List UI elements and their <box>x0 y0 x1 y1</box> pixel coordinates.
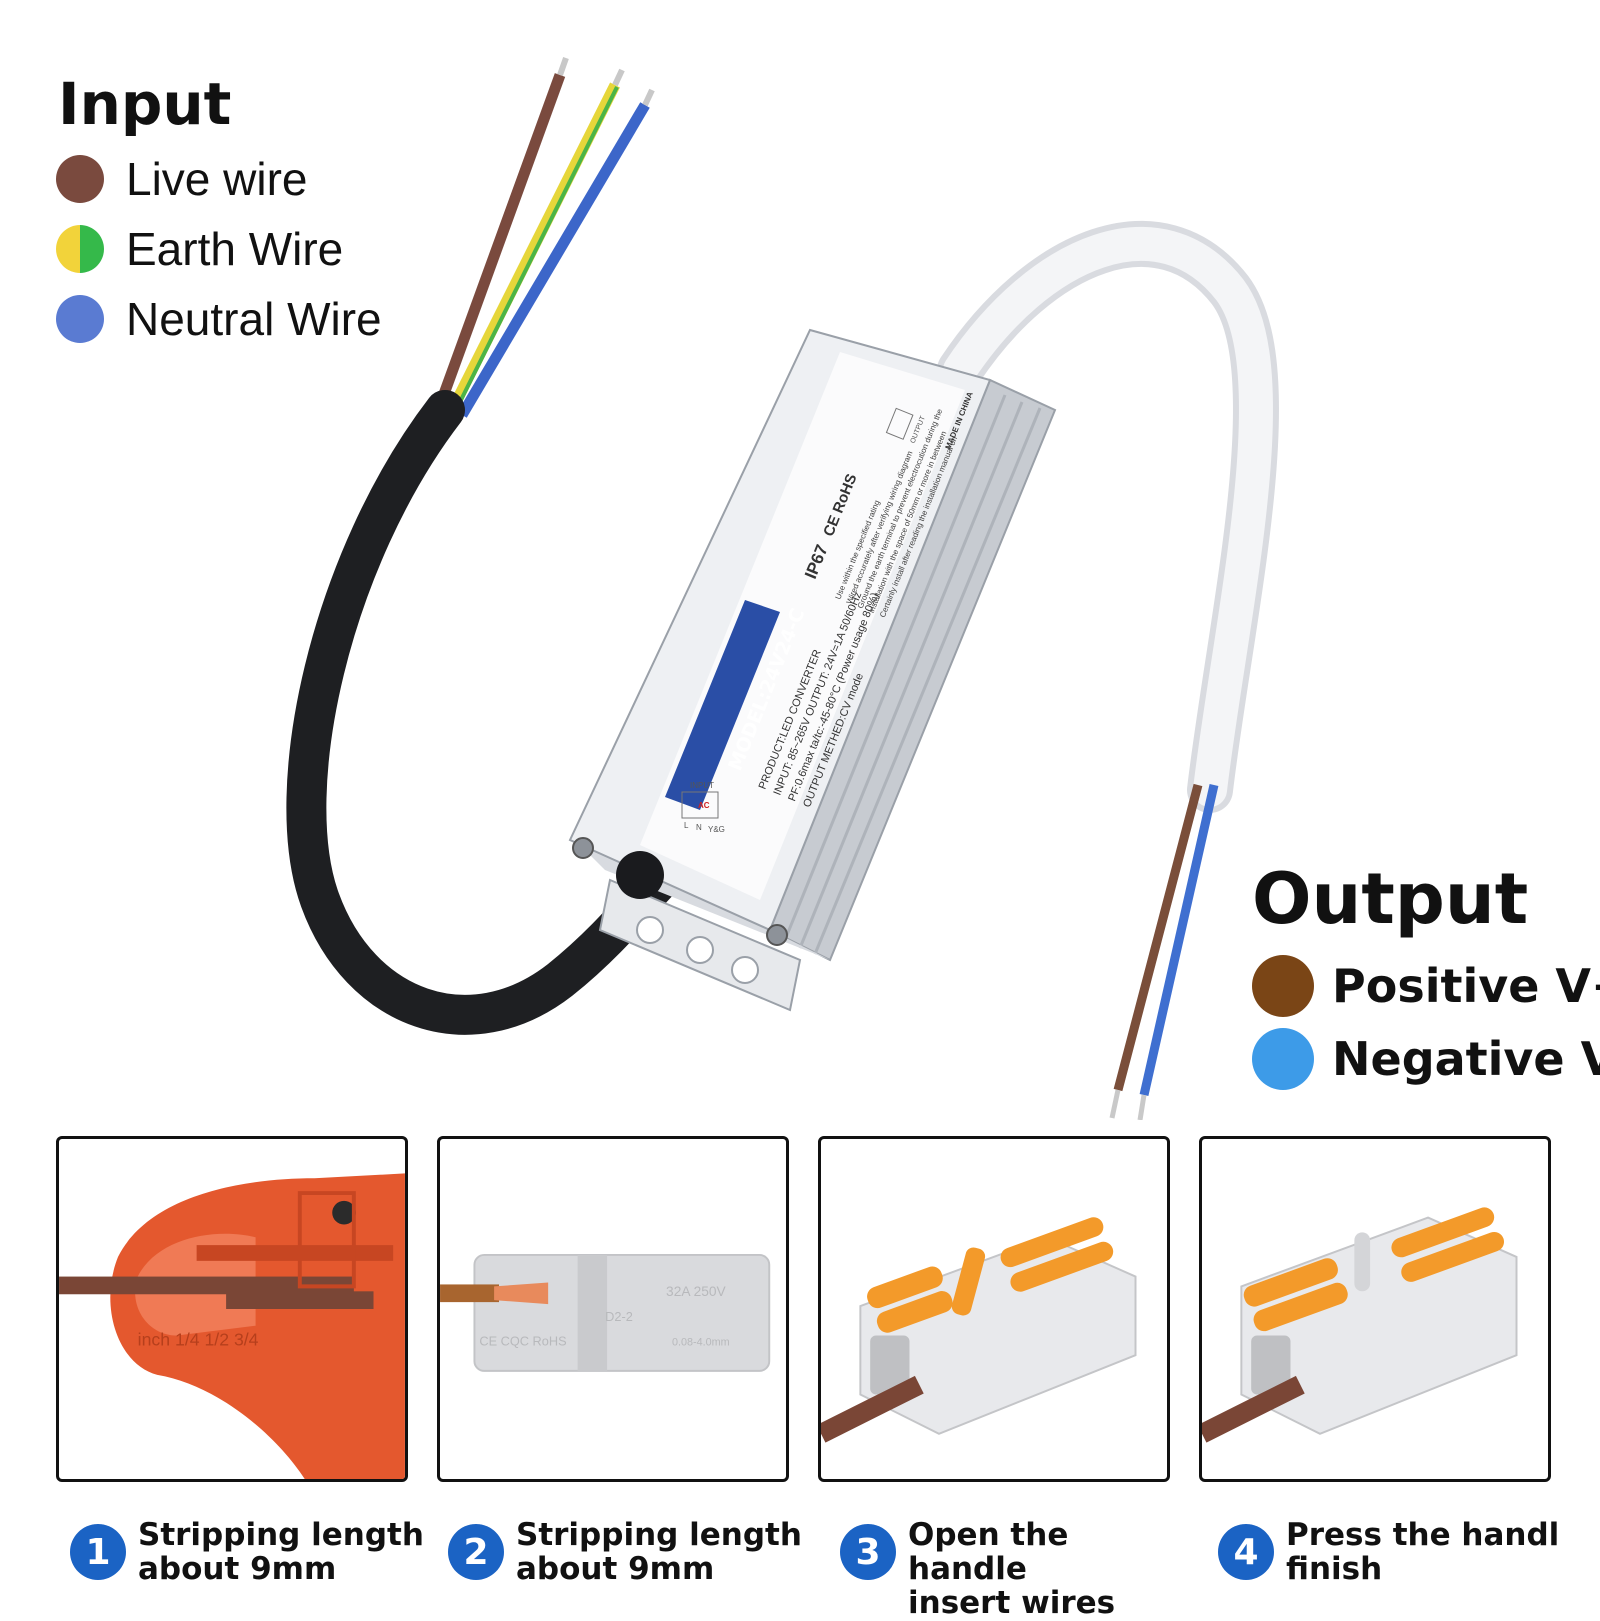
wire-stripper-illustration: inch 1/4 1/2 3/4 <box>59 1173 405 1479</box>
note-2: Wired accurately after verifying wiring … <box>845 449 915 605</box>
note-3: Ground the earth terminal to prevent ele… <box>856 407 945 610</box>
input-label: INPUT <box>690 781 714 790</box>
model-badge <box>665 600 780 810</box>
step-4-text: Press the handl finish <box>1286 1518 1576 1586</box>
screw <box>572 837 594 859</box>
cert-marks: CE RoHS <box>820 471 860 538</box>
step-2-text: Stripping length about 9mm <box>516 1518 806 1586</box>
connector-model: D2-2 <box>605 1309 633 1324</box>
terminal-l: L <box>684 821 689 830</box>
step-1-text: Stripping length about 9mm <box>138 1518 428 1586</box>
input-title: Input <box>58 70 232 138</box>
input-earth-wire <box>447 82 620 413</box>
step-3-line-2: insert wires <box>908 1585 1116 1621</box>
note-4: installation with the space of 50mm or m… <box>867 430 948 614</box>
step-2-caption: 2 Stripping length about 9mm <box>448 1518 806 1586</box>
step-1-caption: 1 Stripping length about 9mm <box>70 1518 428 1586</box>
connector-open-illustration <box>821 1217 1137 1443</box>
legend-negative: Negative V- <box>1252 1028 1600 1090</box>
step-1-image: inch 1/4 1/2 3/4 <box>56 1136 408 1482</box>
step-4-image <box>1199 1136 1551 1482</box>
step-3-image <box>818 1136 1170 1482</box>
input-spec-text: INPUT: 85~265V OUTPUT: 24V=1A 50/60Hz <box>771 590 864 797</box>
earth-wire-swatch <box>56 225 104 273</box>
live-wire-label: Live wire <box>126 153 308 205</box>
step-3-text: Open the handle insert wires <box>908 1518 1198 1620</box>
method-text: OUTPUT METHED:CV mode <box>801 672 866 809</box>
step-4-number: 4 <box>1218 1524 1274 1580</box>
step-3-caption: 3 Open the handle insert wires <box>840 1518 1198 1620</box>
live-wire-swatch <box>56 155 104 203</box>
negative-label: Negative V- <box>1332 1032 1600 1086</box>
model-text: MODEL:24V24-C <box>724 605 809 774</box>
connector-range: 0.08-4.0mm <box>672 1336 730 1348</box>
step-1-line-2: about 9mm <box>138 1551 337 1587</box>
negative-swatch <box>1252 1028 1314 1090</box>
output-title: Output <box>1252 858 1529 940</box>
note-1: Use within the specified rating <box>834 499 882 601</box>
made-in-text: MADE IN CHINA <box>944 390 975 450</box>
gauge-marks: inch 1/4 1/2 3/4 <box>138 1329 259 1349</box>
connector-certs: CE CQC RoHS <box>479 1333 566 1348</box>
neutral-wire-swatch <box>56 295 104 343</box>
step-2-number: 2 <box>448 1524 504 1580</box>
step-3-line-1: Open the handle <box>908 1517 1069 1587</box>
input-neutral-wire <box>457 102 650 418</box>
earth-wire-label: Earth Wire <box>126 223 344 275</box>
positive-label: Positive V+ <box>1332 959 1600 1013</box>
ip-rating: IP67 <box>801 542 832 582</box>
terminal-yg: Y&G <box>708 825 725 834</box>
product-text: PRODUCT:LED CONVERTER <box>757 648 824 791</box>
legend-neutral-wire: Neutral Wire <box>56 292 382 346</box>
connector-rating: 32A 250V <box>666 1284 726 1299</box>
step-2-line-1: Stripping length <box>516 1517 802 1553</box>
connector-side-illustration: 32A 250V D2-2 CE CQC RoHS 0.08-4.0mm <box>440 1253 771 1372</box>
step-1-number: 1 <box>70 1524 126 1580</box>
step-2-image: 32A 250V D2-2 CE CQC RoHS 0.08-4.0mm <box>437 1136 789 1482</box>
output-label: OUTPUT <box>910 415 928 445</box>
step-1-line-1: Stripping length <box>138 1517 424 1553</box>
connector-closed-illustration <box>1202 1207 1518 1443</box>
positive-swatch <box>1252 955 1314 1017</box>
legend-positive: Positive V+ <box>1252 955 1600 1017</box>
output-cable <box>937 220 1279 813</box>
step-4-line-1: Press the handl <box>1286 1517 1560 1553</box>
terminal-n: N <box>696 823 702 832</box>
step-3-number: 3 <box>840 1524 896 1580</box>
housing-side <box>768 378 1057 962</box>
cable-gland <box>616 851 664 899</box>
output-positive-wire <box>1113 783 1203 1092</box>
pf-text: PF:0.6max ta/tc:-45-80°C (Power usage 80… <box>786 591 881 803</box>
step-4-line-2: finish <box>1286 1551 1383 1587</box>
legend-live-wire: Live wire <box>56 152 308 206</box>
mounting-flange <box>598 878 802 1012</box>
ac-label: AC <box>698 801 710 810</box>
screw <box>766 924 788 946</box>
input-live-wire <box>434 73 566 407</box>
input-cable <box>286 390 680 1035</box>
housing-top <box>568 328 992 932</box>
note-5: Certainly install after reading the inst… <box>878 435 959 619</box>
neutral-wire-label: Neutral Wire <box>126 293 382 345</box>
step-4-caption: 4 Press the handl finish <box>1218 1518 1576 1586</box>
output-negative-wire <box>1139 784 1219 1096</box>
step-2-line-2: about 9mm <box>516 1551 715 1587</box>
legend-earth-wire: Earth Wire <box>56 222 343 276</box>
